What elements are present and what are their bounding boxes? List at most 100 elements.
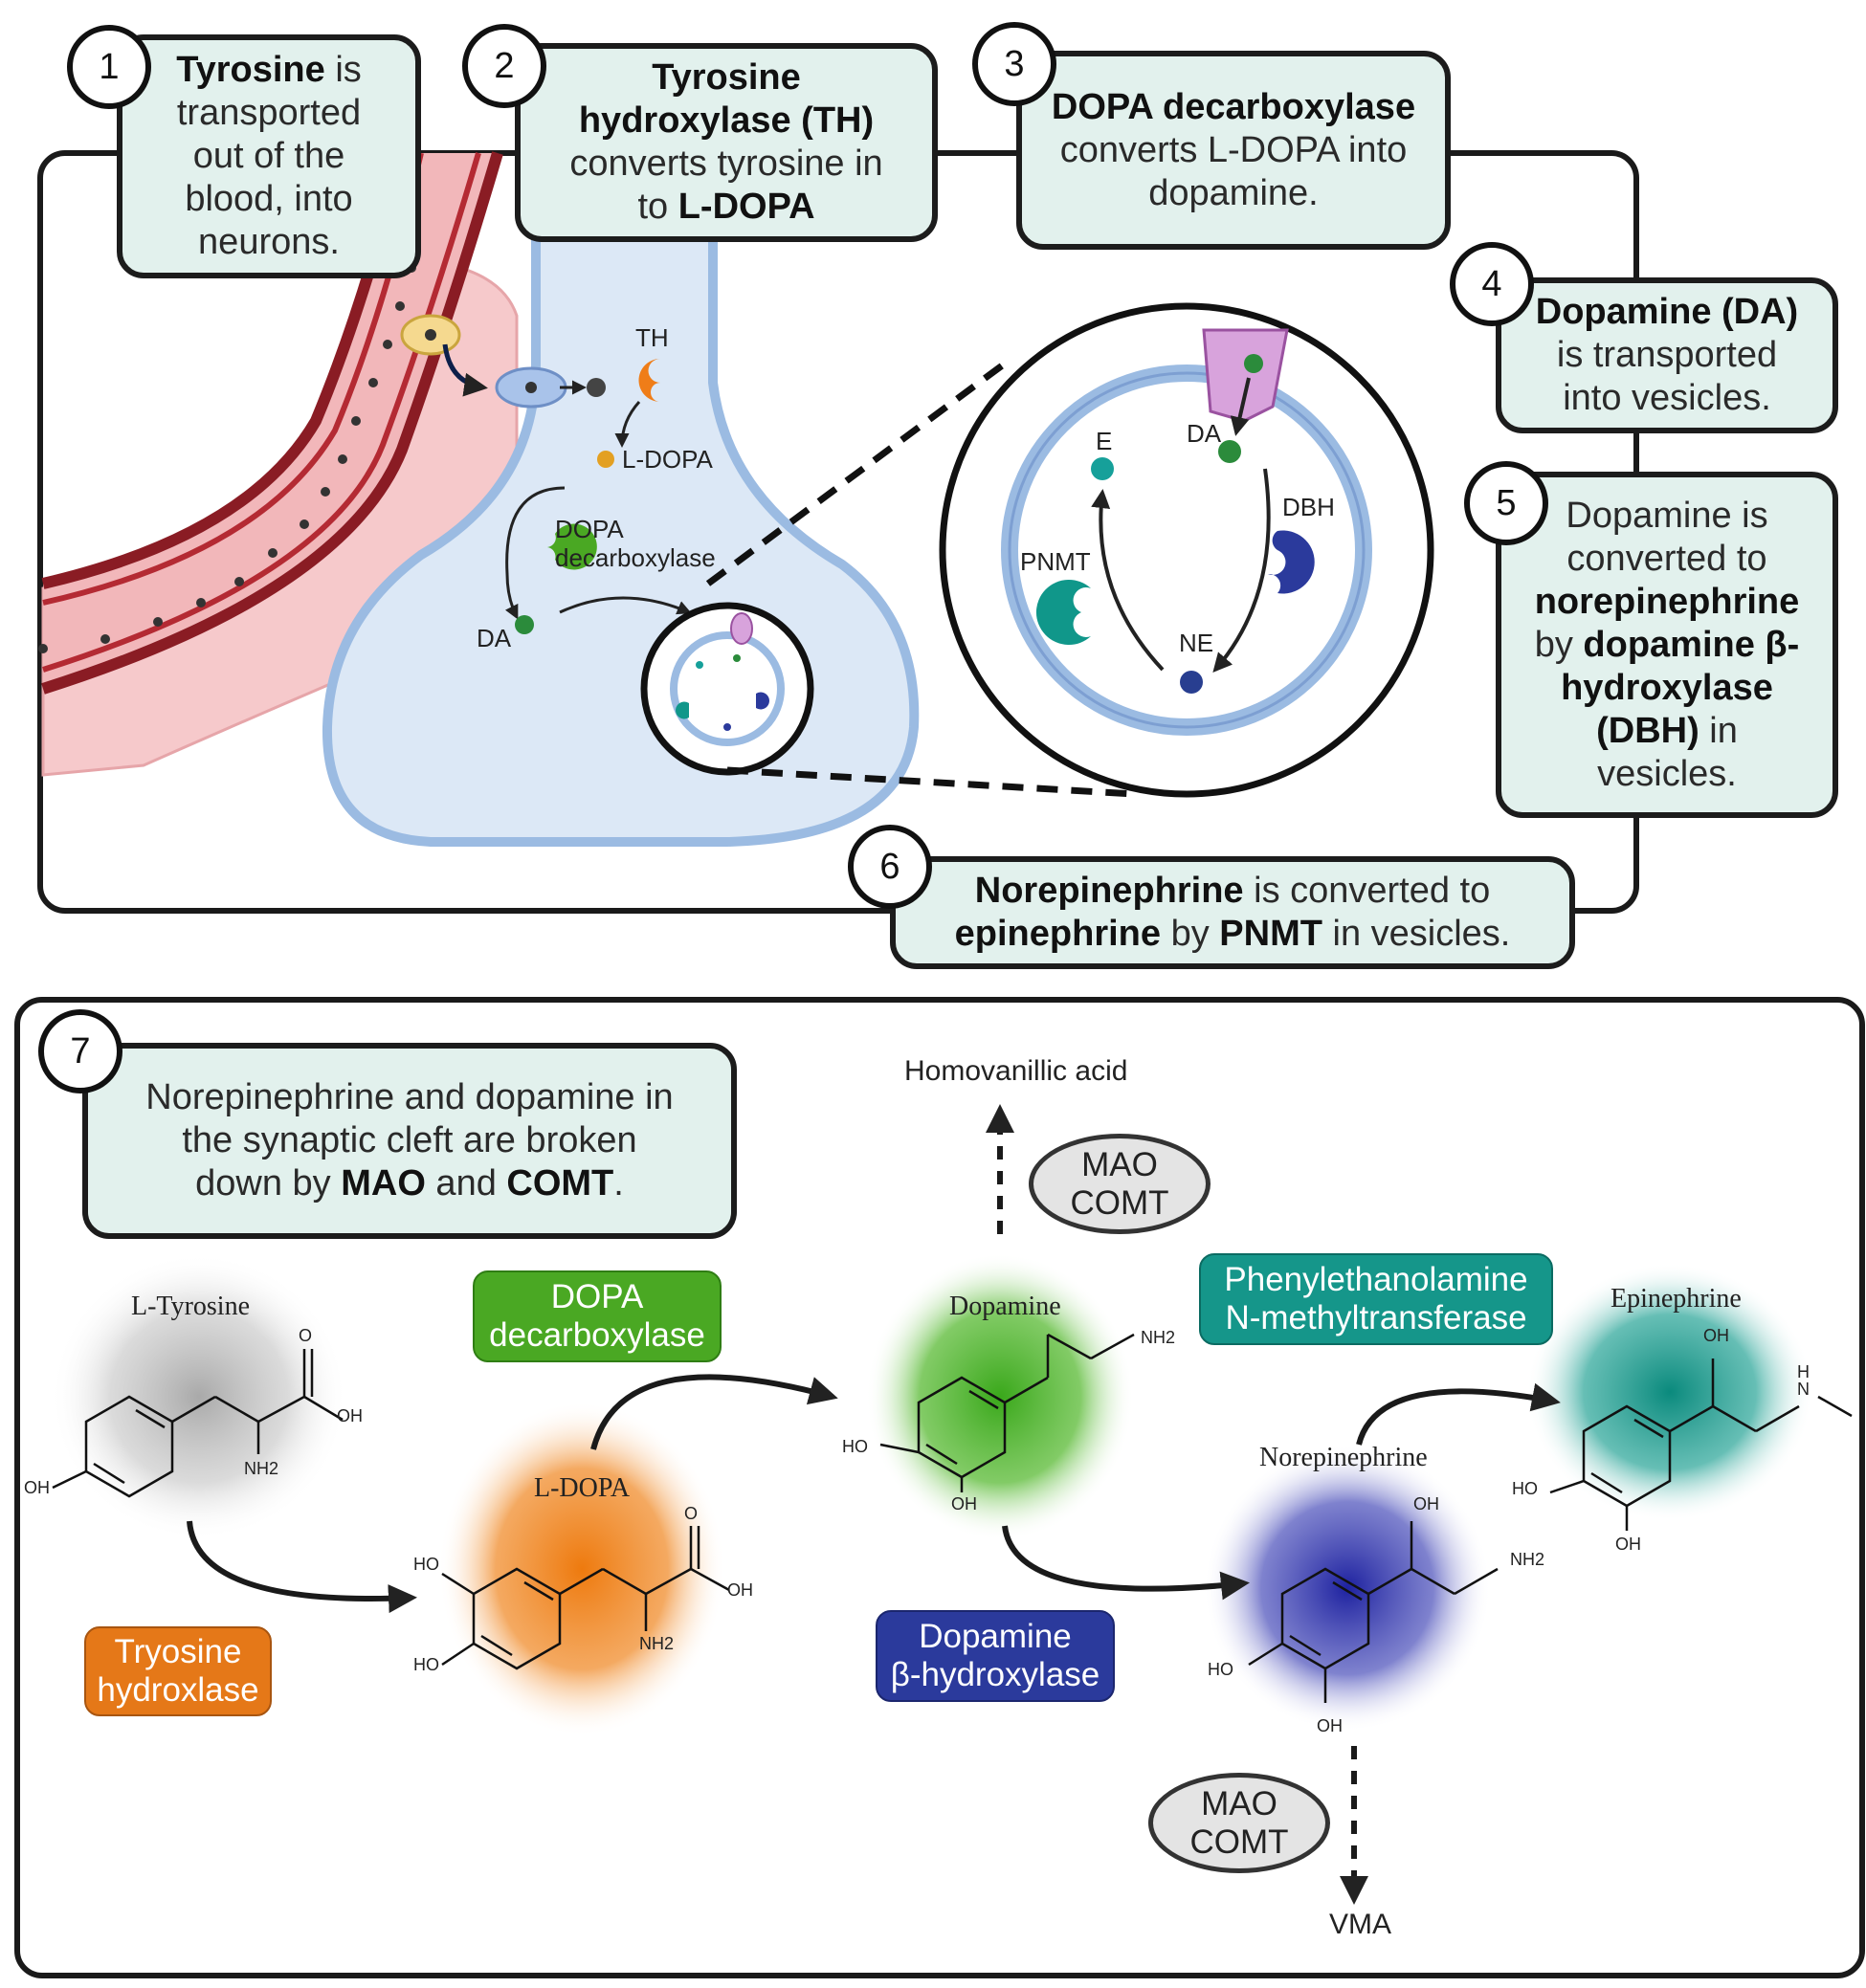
step-5-badge: 5 <box>1464 461 1548 545</box>
vma-label: VMA <box>1329 1909 1392 1940</box>
callout-line: down by MAO and COMT. <box>145 1162 673 1205</box>
callout-text: converts L-DOPA into <box>1059 129 1408 170</box>
step-4-badge: 4 <box>1450 242 1534 326</box>
dbh-label: DBH <box>1282 493 1335 521</box>
mao-comt-bottom: MAO COMT <box>1148 1773 1330 1873</box>
atom-ho: HO <box>842 1437 868 1456</box>
epinephrine-glow <box>1526 1263 1813 1521</box>
ldopa-glow <box>438 1402 725 1736</box>
callout-text: COMT <box>506 1163 614 1204</box>
atom-oh: OH <box>727 1580 753 1600</box>
tyrosine-glow <box>51 1253 347 1540</box>
callout-line: into vesicles. <box>1536 377 1798 420</box>
atom-nh2: NH2 <box>639 1634 675 1653</box>
atom-nh2: NH2 <box>1510 1550 1545 1569</box>
tag-line: decarboxylase <box>489 1316 705 1354</box>
step-1-badge: 1 <box>67 25 151 109</box>
callout-line: (DBH) in <box>1535 710 1800 753</box>
callout-line: to L-DOPA <box>569 186 882 229</box>
norepinephrine-name: Norepinephrine <box>1259 1443 1428 1472</box>
atom-oh: OH <box>24 1478 50 1497</box>
callout-text: norepinephrine <box>1534 581 1800 622</box>
callout-text: dopamine β- <box>1583 624 1800 665</box>
callout-line: hydroxylase <box>1535 667 1800 710</box>
dopa-decarboxylase-label-1: DOPA <box>555 515 624 543</box>
callout-text: L-DOPA <box>678 187 815 227</box>
callout-line: converts L-DOPA into <box>1052 129 1415 172</box>
callout-text: Tyrosine <box>176 50 325 90</box>
callout-line: DOPA decarboxylase <box>1052 86 1415 129</box>
atom-oh: OH <box>1703 1326 1729 1345</box>
callout-text: vesicles. <box>1597 753 1737 794</box>
atom-oh: OH <box>1413 1494 1439 1513</box>
atom-oh: OH <box>951 1494 977 1513</box>
dopa-decarboxylase-tag: DOPA decarboxylase <box>473 1270 722 1362</box>
pathway-arrows <box>187 1104 1561 1905</box>
atom-oh: OH <box>1317 1716 1343 1735</box>
callout-text: is transported <box>1556 335 1778 375</box>
pnmt-tag: Phenylethanolamine N-methyltransferase <box>1199 1253 1553 1345</box>
l-dopa-name: L-DOPA <box>534 1473 631 1503</box>
callout-text: MAO <box>341 1163 426 1204</box>
callout-line: by dopamine β- <box>1535 624 1800 667</box>
callout-line: Norepinephrine and dopamine in <box>145 1076 673 1119</box>
dopamine-name: Dopamine <box>949 1292 1061 1321</box>
l-tyrosine-name: L-Tyrosine <box>131 1292 251 1321</box>
da-label-vesicle: DA <box>1187 419 1222 448</box>
mao-label: MAO <box>1081 1145 1158 1183</box>
atom-ho: HO <box>413 1555 439 1574</box>
bottom-panel-frame <box>14 997 1865 1978</box>
callout-text: . <box>613 1163 624 1204</box>
mao-comt-top: MAO COMT <box>1029 1134 1211 1234</box>
callout-text: DOPA decarboxylase <box>1051 86 1416 127</box>
homovanillic-acid-label: Homovanillic acid <box>904 1055 1128 1087</box>
callout-text: Norepinephrine <box>974 871 1244 911</box>
step-2-badge: 2 <box>462 24 546 108</box>
callout-text: PNMT <box>1219 914 1322 954</box>
callout-line: Tyrosine <box>569 56 882 99</box>
pnmt-label: PNMT <box>1020 547 1091 576</box>
callout-text: dopamine. <box>1148 172 1319 213</box>
callout-line: transported <box>176 92 362 135</box>
da-label-neuron: DA <box>477 624 512 652</box>
ldopa-label: L-DOPA <box>622 445 713 474</box>
atom-nh2: NH2 <box>244 1459 279 1478</box>
atom-ho: HO <box>413 1655 439 1674</box>
atom-oh: OH <box>1615 1535 1641 1554</box>
callout-text: (DBH) <box>1596 710 1699 751</box>
callout-text: converts tyrosine in <box>569 144 883 184</box>
structures <box>52 1333 1853 1703</box>
callout-line: hydroxylase (TH) <box>569 99 882 143</box>
callout-text: hydroxylase <box>1561 667 1773 708</box>
tyrosine-hydroxylase-tag: Tryosine hydroxlase <box>84 1626 272 1716</box>
callout-text: by <box>1161 914 1220 954</box>
callout-line: epinephrine by PNMT in vesicles. <box>955 913 1511 956</box>
callout-text: is converted to <box>1243 871 1491 911</box>
step-3-badge: 3 <box>972 22 1056 106</box>
callout-text: Dopamine is <box>1566 495 1768 536</box>
callout-line: Tyrosine is <box>176 49 362 92</box>
vesicle-zoom <box>939 302 1434 798</box>
callout-text: hydroxylase (TH) <box>578 100 875 141</box>
atom-o: O <box>684 1504 699 1523</box>
callout-text: down by <box>195 1163 342 1204</box>
callout-text: is <box>324 50 362 90</box>
atom-ho: HO <box>1208 1660 1233 1679</box>
tag-line: DOPA <box>550 1278 644 1315</box>
callout-text: converted to <box>1566 538 1767 579</box>
callout-line: converts tyrosine in <box>569 143 882 186</box>
th-label: TH <box>635 323 669 352</box>
callout-text: Tyrosine <box>652 57 801 98</box>
callout-line: converted to <box>1535 538 1800 581</box>
tag-line: N-methyltransferase <box>1225 1299 1527 1336</box>
dbh-tag: Dopamine β-hydroxylase <box>876 1610 1115 1702</box>
callout-line: is transported <box>1536 334 1798 377</box>
callout-text: in <box>1699 710 1738 751</box>
comt-label: COMT <box>1070 1183 1169 1222</box>
neuron <box>322 225 920 847</box>
callout-text: to <box>637 187 678 227</box>
